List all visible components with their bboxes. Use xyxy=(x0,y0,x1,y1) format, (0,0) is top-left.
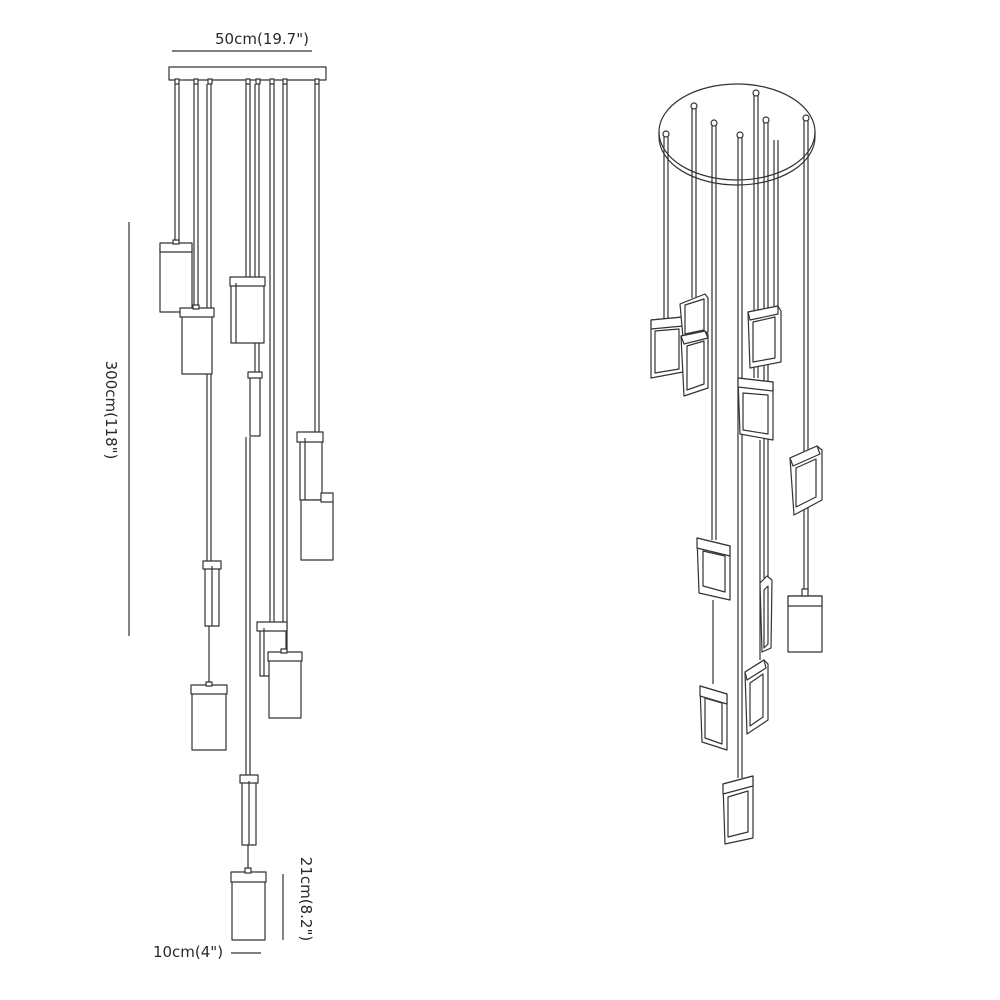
p-pendant-11 xyxy=(699,685,728,751)
pendant-1 xyxy=(159,239,193,313)
p-pendant-1 xyxy=(650,316,684,379)
perspective-canopy xyxy=(658,83,816,181)
canopy-screws xyxy=(174,78,320,85)
pendant-height-label: 21cm(8.2") xyxy=(297,857,315,941)
pendant-width-label: 10cm(4") xyxy=(153,943,223,961)
width-label: 50cm(19.7") xyxy=(215,30,309,48)
p-pendant-12 xyxy=(722,775,754,845)
p-pendant-7 xyxy=(696,537,731,601)
front-canopy xyxy=(168,66,327,81)
pendant-7 xyxy=(202,560,222,627)
p-pendant-8 xyxy=(759,575,773,653)
front-view xyxy=(128,50,334,954)
pendant-4 xyxy=(247,371,263,437)
pendant-5 xyxy=(296,431,324,501)
pendant-12 xyxy=(230,867,267,941)
p-pendant-2 xyxy=(679,293,709,339)
pendant-9 xyxy=(267,648,303,719)
perspective-view xyxy=(650,83,823,845)
pendant-10 xyxy=(190,681,228,751)
pendant-3 xyxy=(229,276,266,344)
pendant-6 xyxy=(300,492,334,561)
pendant-11 xyxy=(239,774,259,846)
front-pendants xyxy=(159,239,334,941)
p-pendant-3 xyxy=(680,330,709,397)
p-pendant-9 xyxy=(787,588,823,653)
pendant-2 xyxy=(179,304,215,375)
perspective-cords xyxy=(663,95,809,778)
perspective-pendants xyxy=(650,293,823,845)
canopy-rim xyxy=(658,132,816,186)
p-pendant-4 xyxy=(747,305,782,369)
height-label: 300cm(118") xyxy=(102,361,120,460)
p-pendant-6 xyxy=(789,445,823,516)
p-pendant-5 xyxy=(737,377,774,441)
front-cords xyxy=(174,84,320,872)
p-pendant-10 xyxy=(744,659,769,735)
perspective-cord-caps xyxy=(662,89,810,139)
